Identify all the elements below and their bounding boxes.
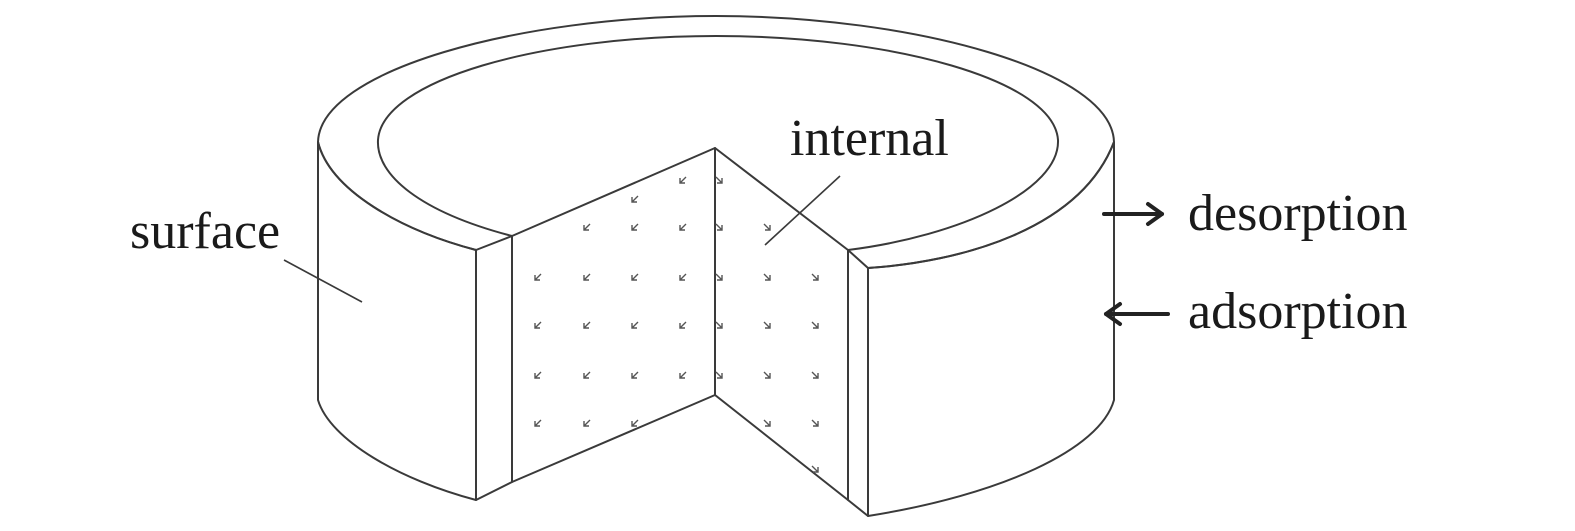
diffusion-marker-icon <box>679 321 687 329</box>
adsorption-arrow <box>1104 302 1170 326</box>
marker-grid-left <box>534 176 687 427</box>
diffusion-marker-icon <box>583 223 591 231</box>
outer-wall-left <box>317 141 477 501</box>
diffusion-marker-icon <box>763 321 771 329</box>
cylinder-body <box>317 15 1115 517</box>
diffusion-marker-icon <box>679 371 687 379</box>
diffusion-marker-icon <box>583 419 591 427</box>
diffusion-marker-icon <box>763 371 771 379</box>
diffusion-marker-icon <box>715 273 723 281</box>
desorption-arrow <box>1102 202 1164 226</box>
diffusion-marker-icon <box>763 419 771 427</box>
rim-left-edge <box>317 141 477 251</box>
diffusion-marker-icon <box>763 223 771 231</box>
diffusion-marker-icon <box>763 273 771 281</box>
diffusion-marker-icon <box>631 223 639 231</box>
diffusion-marker-icon <box>811 419 819 427</box>
rim-inner-ellipse <box>376 35 1060 251</box>
diffusion-marker-icon <box>534 419 542 427</box>
diffusion-marker-icon <box>583 371 591 379</box>
diffusion-marker-icon <box>679 273 687 281</box>
diffusion-marker-icon <box>679 223 687 231</box>
diffusion-marker-icon <box>631 273 639 281</box>
diffusion-marker-icon <box>534 371 542 379</box>
cut-face-left <box>511 147 716 483</box>
surface-label: surface <box>130 203 280 260</box>
diffusion-marker-icon <box>811 371 819 379</box>
diffusion-marker-icon <box>715 223 723 231</box>
diffusion-marker-icon <box>534 321 542 329</box>
diffusion-marker-icon <box>631 419 639 427</box>
diffusion-marker-icon <box>631 371 639 379</box>
diffusion-marker-icon <box>679 176 687 184</box>
internal-label: internal <box>790 110 949 167</box>
outer-wall-right <box>867 141 1115 517</box>
diffusion-marker-icon <box>715 371 723 379</box>
diffusion-marker-icon <box>715 176 723 184</box>
diffusion-marker-icon <box>583 321 591 329</box>
cut-wall-left-thickness <box>475 235 513 501</box>
internal-leader-line <box>764 175 841 246</box>
adsorption-label: adsorption <box>1188 283 1408 340</box>
cut-face-right <box>714 147 849 501</box>
diffusion-marker-icon <box>715 321 723 329</box>
surface-leader-line <box>283 259 363 303</box>
marker-grid-right <box>715 176 819 473</box>
diffusion-marker-icon <box>811 321 819 329</box>
desorption-label: desorption <box>1188 185 1408 242</box>
rim-outer-ellipse <box>317 15 1115 143</box>
diffusion-marker-icon <box>631 321 639 329</box>
diffusion-marker-icon <box>631 195 639 203</box>
cut-wall-right-thickness <box>847 249 869 517</box>
internal-diffusion-markers <box>534 176 819 473</box>
diffusion-marker-icon <box>811 273 819 281</box>
diffusion-marker-icon <box>811 465 819 473</box>
cutout-wedge <box>475 147 869 517</box>
rim-right-edge <box>867 141 1115 269</box>
diffusion-marker-icon <box>534 273 542 281</box>
diffusion-marker-icon <box>583 273 591 281</box>
